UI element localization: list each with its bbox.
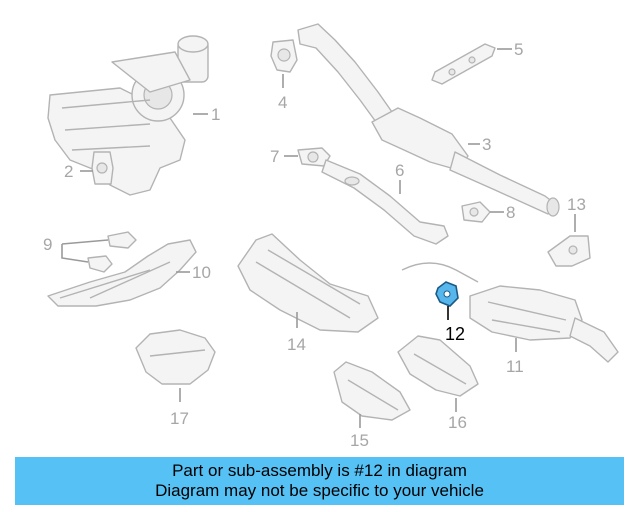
part-16-heat-shield[interactable] bbox=[397, 335, 479, 397]
callout-12: 12 bbox=[445, 324, 465, 344]
part-13-bracket[interactable] bbox=[547, 235, 591, 267]
callout-4: 4 bbox=[278, 93, 287, 112]
part-6-pipe[interactable] bbox=[321, 159, 449, 245]
callout-15: 15 bbox=[350, 431, 369, 450]
part-11-muffler[interactable] bbox=[401, 262, 619, 363]
callout-16: 16 bbox=[448, 413, 467, 432]
callout-8: 8 bbox=[506, 203, 515, 222]
part-14-heat-shield[interactable] bbox=[237, 233, 379, 333]
callout-11: 11 bbox=[506, 357, 524, 376]
callout-1: 1 bbox=[211, 105, 220, 124]
part-12-clamp[interactable] bbox=[435, 281, 459, 307]
exhaust-parts-diagram: 1 2 4 3 5 7 6 8 bbox=[43, 23, 619, 450]
banner-line-part: Part or sub-assembly is #12 in diagram bbox=[172, 461, 467, 480]
callout-2: 2 bbox=[64, 162, 73, 181]
part-15-heat-shield[interactable] bbox=[333, 361, 411, 421]
callout-6: 6 bbox=[395, 161, 404, 180]
part-7-clamp[interactable] bbox=[297, 147, 331, 167]
callout-3: 3 bbox=[482, 135, 491, 154]
part-4-gasket[interactable] bbox=[270, 39, 298, 73]
info-banner: Part or sub-assembly is #12 in diagram D… bbox=[15, 457, 624, 505]
callout-17: 17 bbox=[170, 409, 189, 428]
part-3-catalytic-converter[interactable] bbox=[297, 23, 560, 217]
part-1-manifold-turbo[interactable] bbox=[47, 35, 209, 196]
callout-7: 7 bbox=[270, 147, 279, 166]
callout-13: 13 bbox=[567, 195, 586, 214]
part-17-heat-shield[interactable] bbox=[135, 329, 216, 385]
part-2-gasket[interactable] bbox=[91, 151, 114, 185]
callout-5: 5 bbox=[514, 40, 523, 59]
banner-line-disclaimer: Diagram may not be specific to your vehi… bbox=[155, 481, 484, 500]
part-5-bracket[interactable] bbox=[431, 43, 496, 85]
callout-14: 14 bbox=[287, 335, 306, 354]
part-9-clamps[interactable] bbox=[87, 231, 137, 273]
part-10-heat-shield[interactable] bbox=[47, 239, 197, 307]
callout-9: 9 bbox=[43, 235, 52, 254]
callout-10: 10 bbox=[192, 263, 211, 282]
part-8-hanger[interactable] bbox=[461, 201, 491, 223]
